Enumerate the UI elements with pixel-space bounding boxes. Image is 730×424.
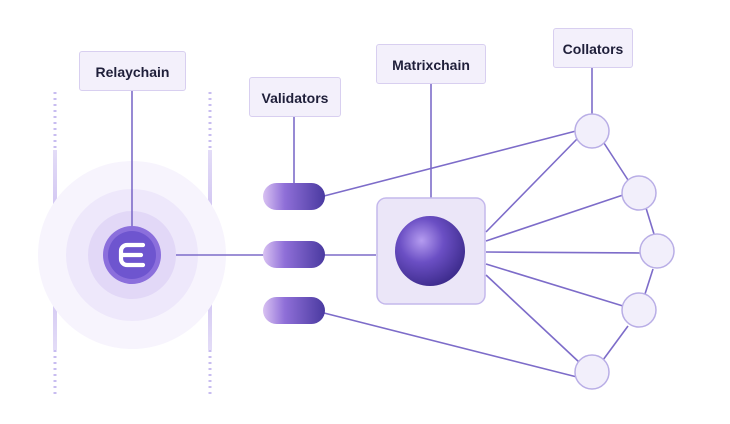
collator3-to-collator4 [644,268,654,295]
matrix-to-collator2 [485,194,624,242]
matrix-to-collator1 [485,137,579,233]
matrix-to-collator5 [485,274,581,364]
collator-node-1[interactable] [574,113,610,149]
validator-nodes [263,183,325,324]
validators-label: Validators [249,77,341,117]
connector-lines [131,68,655,378]
collator-nodes [574,113,675,390]
collator2-to-collator3 [645,207,655,235]
validator-pill-2[interactable] [263,241,325,268]
collator4-to-collator5 [602,325,629,361]
relaychain-label: Relaychain [79,51,186,91]
matrixchain-node[interactable] [376,197,486,305]
matrix-to-collator4 [485,263,624,307]
validator-pill-1[interactable] [263,183,325,210]
validator1-to-collator1 [323,130,577,197]
collator-node-2[interactable] [621,175,657,211]
enjin-e-logo-icon [118,242,146,268]
collators-label: Collators [553,28,633,68]
matrixchain-label: Matrixchain [376,44,486,84]
collator-node-3[interactable] [639,233,675,269]
relaychain-node[interactable] [103,226,161,284]
validator3-to-collator5 [323,312,578,378]
collator-node-5[interactable] [574,354,610,390]
matrix-to-collator3 [485,251,641,254]
collator-node-4[interactable] [621,292,657,328]
validator-pill-3[interactable] [263,297,325,324]
matrixchain-sphere-icon [395,216,465,286]
collator1-to-collator2 [601,139,629,181]
